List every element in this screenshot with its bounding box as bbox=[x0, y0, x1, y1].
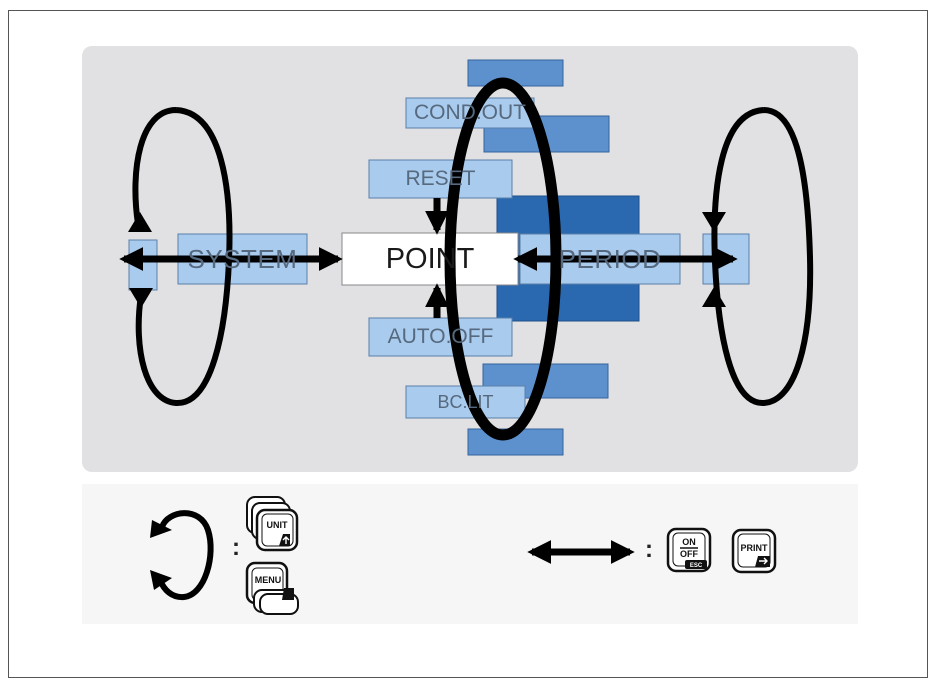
left-rotation-loop bbox=[132, 107, 233, 407]
right-rotation-loop bbox=[711, 107, 814, 407]
menu-key-label: MENU bbox=[255, 575, 282, 585]
right-loop-arrowhead-up bbox=[702, 287, 726, 307]
left-loop-arrowhead-down bbox=[129, 288, 153, 308]
on-off-esc-key: ON OFF ESC bbox=[666, 527, 712, 573]
left-end-box bbox=[128, 239, 158, 291]
esc-key-label: ESC bbox=[690, 563, 703, 569]
off-key-label: OFF bbox=[680, 549, 698, 559]
unit-key-stack: UNIT bbox=[246, 496, 299, 552]
print-key: PRINT bbox=[731, 528, 777, 574]
system-label: SYSTEM bbox=[187, 243, 298, 274]
horizontal-legend-colon: : bbox=[645, 536, 653, 563]
point-label: POINT bbox=[385, 242, 475, 275]
bc-lit-label: BC.LIT bbox=[437, 391, 494, 412]
rotate-legend-colon: : bbox=[232, 534, 240, 561]
auto-off-label: AUTO.OFF bbox=[387, 325, 494, 348]
right-loop-arrowhead-down bbox=[702, 212, 726, 232]
on-key-label: ON bbox=[682, 537, 696, 547]
print-key-label: PRINT bbox=[741, 543, 769, 553]
left-loop-arrowhead-up bbox=[128, 212, 152, 232]
reset-label: RESET bbox=[405, 167, 476, 190]
rotation-legend-symbol bbox=[150, 510, 214, 601]
unit-key-label: UNIT bbox=[267, 520, 288, 530]
menu-key-stack: MENU bbox=[245, 561, 299, 615]
reset-box bbox=[368, 159, 513, 199]
cond-out-label: COND.OUT bbox=[414, 101, 526, 124]
period-label: PERIOD bbox=[558, 243, 662, 274]
auto-off-box bbox=[368, 317, 513, 357]
